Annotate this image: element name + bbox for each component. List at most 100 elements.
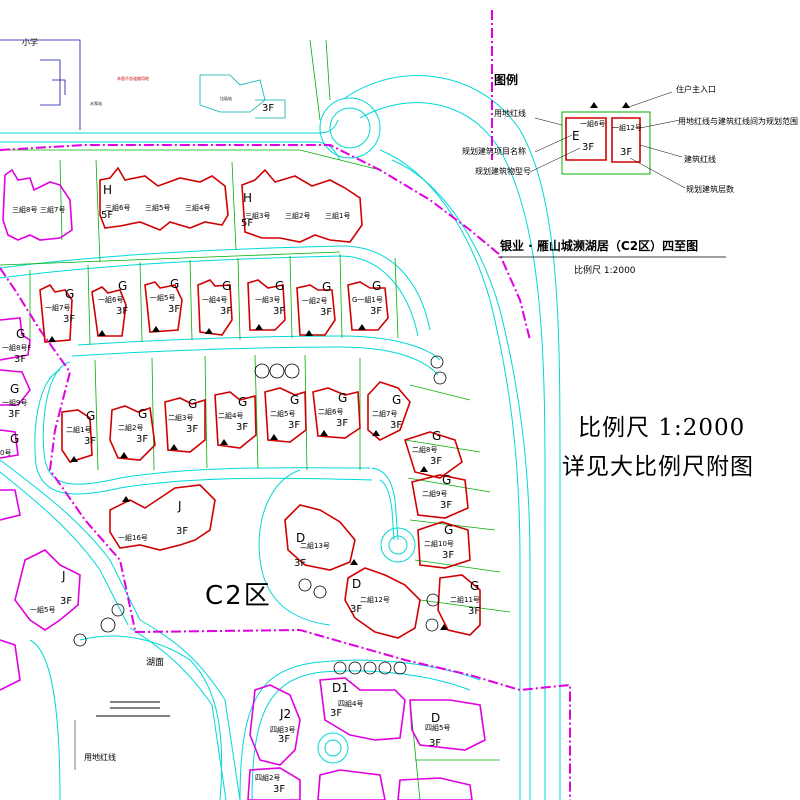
building-floor-count: 3F bbox=[273, 784, 285, 795]
building-label-group: G0号 bbox=[0, 432, 19, 457]
top-small-note-2: 垃圾站 bbox=[220, 95, 232, 101]
building-number: 一組2号 bbox=[302, 296, 327, 305]
building-type-code: G bbox=[338, 391, 347, 405]
building-type-code: D1 bbox=[332, 681, 349, 695]
building-type-code: G bbox=[444, 523, 453, 537]
building-number: 二組13号 bbox=[300, 541, 330, 550]
boundary-label: 用地红线 bbox=[84, 752, 116, 762]
top-floor-label: 3F bbox=[262, 103, 274, 114]
building-floor-count: 3F bbox=[136, 434, 148, 445]
building-floor-count: 3F bbox=[288, 420, 300, 431]
top-small-note: 水泵站 bbox=[90, 100, 102, 106]
building-label-group: 三組1号 bbox=[325, 211, 350, 220]
building-type-code: G bbox=[275, 279, 284, 293]
building-floor-count: 3F bbox=[440, 500, 452, 511]
building-number: 三組4号 bbox=[185, 203, 210, 212]
outside-buildings bbox=[0, 168, 486, 800]
building-floor-count: 3F bbox=[14, 354, 26, 365]
building-number: 二組4号 bbox=[218, 411, 243, 420]
building-type-code: J2 bbox=[279, 707, 291, 721]
building-label-group: G 3F 二組4号 bbox=[218, 395, 248, 433]
building-label-group: G 3F 一組6号 bbox=[98, 279, 128, 317]
building-number: G一組1号 bbox=[352, 295, 383, 304]
school-label: 小学 bbox=[22, 37, 38, 47]
building-floor-count: 3F bbox=[8, 409, 20, 420]
building-number: 四組5号 bbox=[425, 723, 450, 732]
legend-sample-no-b: 一組12号 bbox=[612, 123, 642, 132]
building-type-code: G bbox=[65, 287, 74, 301]
building-number: 一組7号 bbox=[45, 303, 70, 312]
building-floor-count: 3F bbox=[468, 606, 480, 617]
legend-sample-code: E bbox=[572, 129, 580, 143]
legend-sample-no-a: 一組6号 bbox=[580, 119, 605, 128]
legend-panel: 图例 E 3F 3F 一組6号 一組12号 用地红线 规划建筑项目名称 规划建筑… bbox=[462, 72, 798, 194]
building-number: 二組1号 bbox=[66, 425, 91, 434]
building-type-code: H bbox=[103, 183, 112, 197]
building-floor-count: 3F bbox=[430, 456, 442, 467]
building-number: 四組2号 bbox=[255, 773, 280, 782]
building-number: 三組1号 bbox=[325, 211, 350, 220]
site-boundary-line bbox=[0, 10, 571, 800]
building-number: 一組4号 bbox=[202, 295, 227, 304]
building-floor-count: 3F bbox=[236, 422, 248, 433]
building-type-code: G bbox=[322, 280, 331, 294]
building-number: 三組3号 bbox=[245, 211, 270, 220]
building-type-code: D bbox=[296, 531, 305, 545]
building-type-code: G bbox=[188, 397, 197, 411]
building-labels: 三組8号三組7号H5F三組6号三組5号三組4号H5F三組3号三組2号三組1号G3… bbox=[0, 183, 480, 795]
building-floor-count: 3F bbox=[176, 526, 188, 537]
building-floor-count: 3F bbox=[116, 306, 128, 317]
building-type-code: G bbox=[372, 279, 381, 293]
building-type-code: G bbox=[118, 279, 127, 293]
building-label-group: 三組5号 bbox=[145, 203, 170, 212]
building-type-code: G bbox=[238, 395, 247, 409]
building-number: 四組4号 bbox=[338, 699, 363, 708]
building-number: 二組12号 bbox=[360, 595, 390, 604]
legend-building-e bbox=[565, 117, 607, 161]
building-number: 三組2号 bbox=[285, 211, 310, 220]
building-floor-count: 5F bbox=[101, 210, 113, 221]
building-number: 三組5号 bbox=[145, 203, 170, 212]
building-label-group: 三組2号 bbox=[285, 211, 310, 220]
building-number: 一組9号 bbox=[2, 398, 27, 407]
building-type-code: G bbox=[86, 409, 95, 423]
building-floor-count: 5F bbox=[241, 218, 253, 229]
building-number: 二組9号 bbox=[422, 489, 447, 498]
building-number: 二組10号 bbox=[424, 539, 454, 548]
building-floor-count: 3F bbox=[168, 304, 180, 315]
plan-detail-note: 详见大比例尺附图 bbox=[562, 454, 754, 480]
building-type-code: D bbox=[352, 577, 361, 591]
building-type-code: G bbox=[222, 279, 231, 293]
building-type-code: G bbox=[290, 393, 299, 407]
legend-site-line: 用地红线 bbox=[494, 108, 526, 118]
plan-scale-small: 比例尺 1:2000 bbox=[574, 264, 636, 276]
building-number: 一組6号 bbox=[98, 295, 123, 304]
building-floor-count: 3F bbox=[84, 436, 96, 447]
legend-leader-lines bbox=[529, 91, 686, 189]
legend-sample-floor-f: 3F bbox=[620, 147, 632, 158]
building-type-code: J bbox=[177, 499, 182, 513]
legend-plan-scope: 用地红线与建筑红线间为规划范围 bbox=[678, 116, 798, 126]
lake-water-marks bbox=[96, 701, 170, 717]
legend-building-f bbox=[611, 117, 641, 163]
building-number: 四組3号 bbox=[270, 725, 295, 734]
building-floor-count: 3F bbox=[278, 734, 290, 745]
building-label-group: G 3F 二組1号 bbox=[66, 409, 96, 447]
